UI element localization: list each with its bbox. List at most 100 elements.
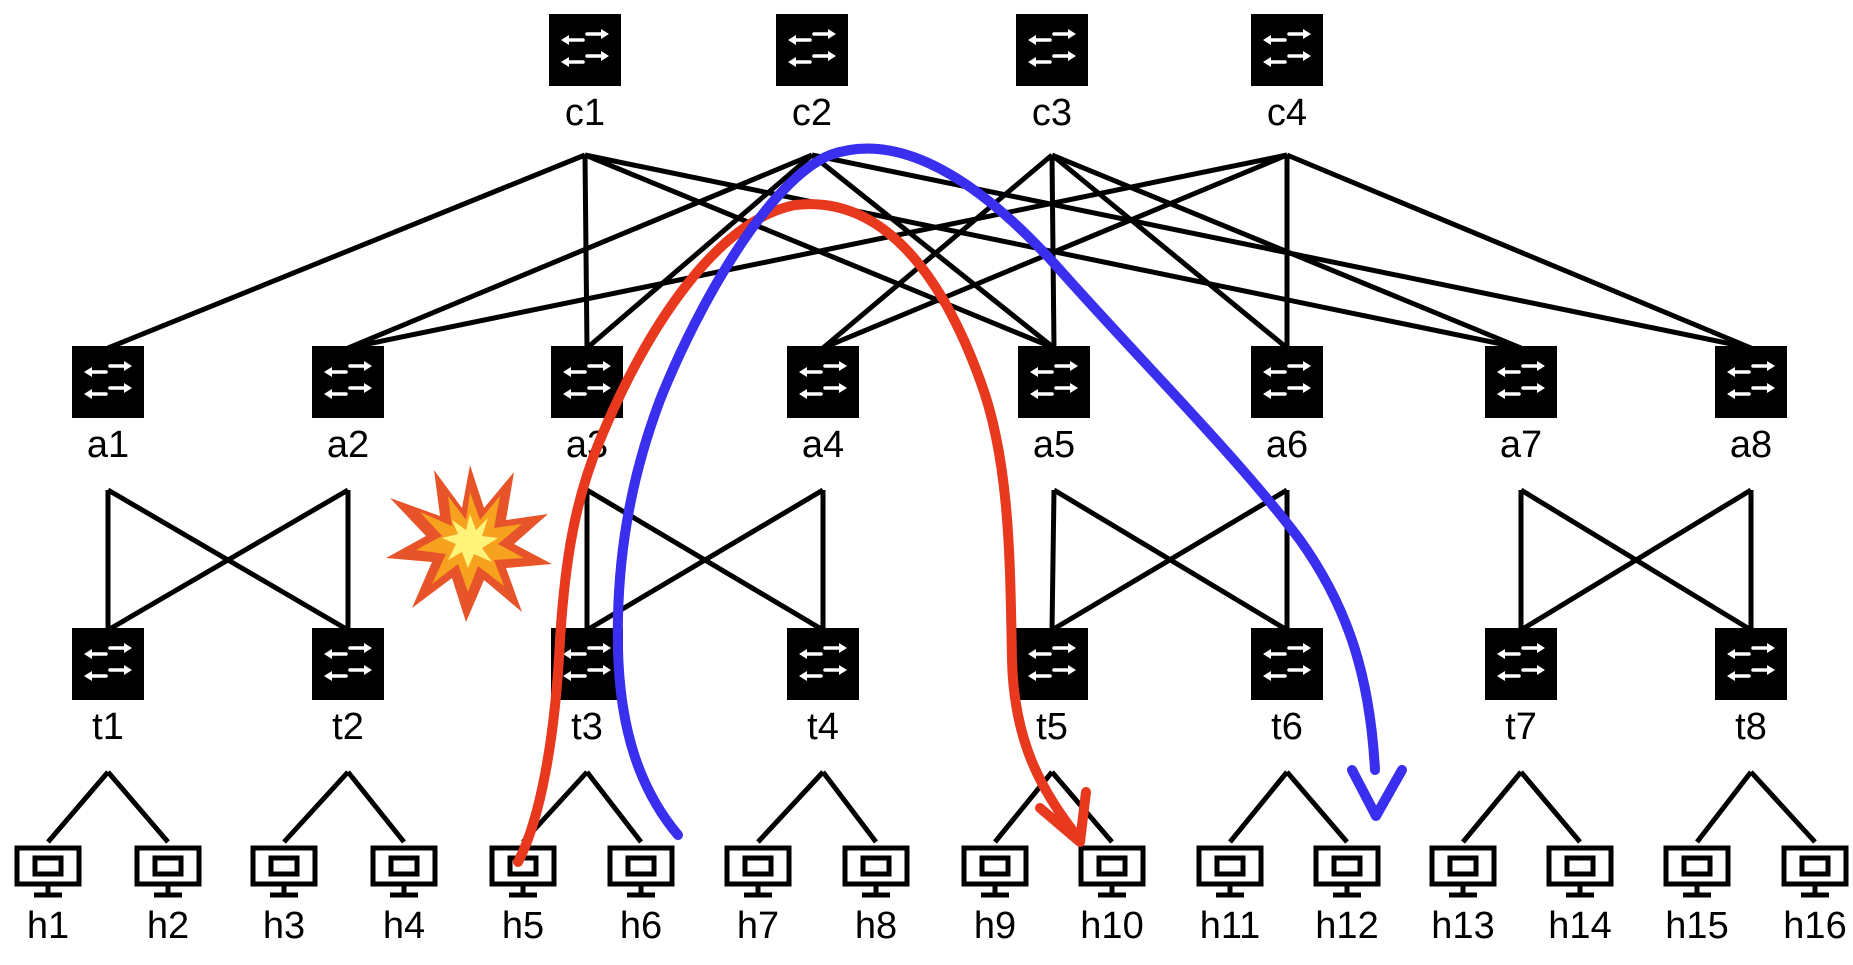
- host-h8: [842, 845, 910, 898]
- host-h7: [724, 845, 792, 898]
- switch-arrows-icon: [1028, 643, 1076, 681]
- switch-arrows-icon: [324, 643, 372, 681]
- nodes-layer: [14, 14, 1849, 898]
- link-t8-h15: [1695, 770, 1753, 844]
- link-t1-h1: [46, 770, 110, 844]
- switch-arrows-icon: [788, 29, 836, 67]
- link-t8-h16: [1749, 770, 1817, 844]
- blue-flow-arrowhead: [1347, 765, 1407, 821]
- link-c1-a1: [107, 152, 586, 351]
- label-a4: a4: [802, 424, 844, 466]
- link-t2-h3: [282, 770, 350, 844]
- switch-a1: [72, 346, 144, 418]
- switch-a6: [1251, 346, 1323, 418]
- label-h15: h15: [1665, 905, 1728, 947]
- link-a2-t1: [106, 487, 350, 633]
- label-c2: c2: [792, 92, 832, 134]
- host-h3: [250, 845, 318, 898]
- host-h12: [1313, 845, 1381, 898]
- link-t4-h7: [756, 770, 825, 844]
- label-h10: h10: [1080, 905, 1143, 947]
- label-h2: h2: [147, 905, 189, 947]
- label-h1: h1: [27, 905, 69, 947]
- label-h9: h9: [974, 905, 1016, 947]
- link-c4-a4: [822, 152, 1288, 351]
- switch-t8: [1715, 628, 1787, 700]
- link-c4-a8: [1286, 152, 1752, 351]
- switch-arrows-icon: [1727, 361, 1775, 399]
- switch-a2: [312, 346, 384, 418]
- switch-arrows-icon: [563, 361, 611, 399]
- link-a8-t7: [1519, 487, 1753, 633]
- switch-arrows-icon: [563, 643, 611, 681]
- switch-c4: [1251, 14, 1323, 86]
- link-t4-h8: [821, 770, 878, 844]
- switch-c2: [776, 14, 848, 86]
- label-c1: c1: [565, 92, 605, 134]
- host-h10: [1078, 845, 1146, 898]
- label-h4: h4: [383, 905, 425, 947]
- label-a2: a2: [327, 424, 369, 466]
- red-flow-arrowhead: [1035, 787, 1091, 847]
- switch-arrows-icon: [1030, 361, 1078, 399]
- link-c2-a3: [585, 153, 814, 350]
- link-c2-a2: [347, 152, 813, 351]
- switch-arrows-icon: [1497, 643, 1545, 681]
- switch-arrows-icon: [1497, 361, 1545, 399]
- label-a8: a8: [1730, 424, 1772, 466]
- label-t1: t1: [92, 706, 124, 748]
- switch-a4: [787, 346, 859, 418]
- link-t3-h6: [585, 770, 643, 844]
- switch-c1: [549, 14, 621, 86]
- label-t7: t7: [1505, 706, 1537, 748]
- link-a6-t5: [1050, 487, 1289, 633]
- label-t2: t2: [332, 706, 364, 748]
- link-t6-h12: [1285, 770, 1349, 844]
- switch-c3: [1016, 14, 1088, 86]
- label-h6: h6: [620, 905, 662, 947]
- host-h13: [1429, 845, 1497, 898]
- link-t2-h4: [346, 770, 406, 844]
- switch-arrows-icon: [1263, 29, 1311, 67]
- host-h11: [1196, 845, 1264, 898]
- switch-arrows-icon: [799, 643, 847, 681]
- label-t6: t6: [1271, 706, 1303, 748]
- label-h7: h7: [737, 905, 779, 947]
- label-h5: h5: [502, 905, 544, 947]
- link-c3-a6: [1050, 153, 1289, 350]
- label-t3: t3: [571, 706, 603, 748]
- label-c4: c4: [1267, 92, 1307, 134]
- host-h1: [14, 845, 82, 898]
- host-h16: [1781, 845, 1849, 898]
- host-h9: [961, 845, 1029, 898]
- switch-arrows-icon: [1263, 361, 1311, 399]
- label-a6: a6: [1266, 424, 1308, 466]
- switch-t6: [1251, 628, 1323, 700]
- switch-t2: [312, 628, 384, 700]
- switch-arrows-icon: [84, 361, 132, 399]
- label-h11: h11: [1200, 905, 1261, 947]
- host-h14: [1546, 845, 1614, 898]
- host-h2: [134, 845, 202, 898]
- link-c2-a5: [810, 153, 1056, 350]
- link-c4-a2: [347, 152, 1288, 351]
- switch-t4: [787, 628, 859, 700]
- label-h14: h14: [1548, 905, 1611, 947]
- links-layer: [46, 152, 1817, 844]
- label-c3: c3: [1032, 92, 1072, 134]
- link-t7-h14: [1519, 770, 1582, 844]
- label-h12: h12: [1315, 905, 1378, 947]
- switch-arrows-icon: [561, 29, 609, 67]
- label-h16: h16: [1783, 905, 1846, 947]
- label-t8: t8: [1735, 706, 1767, 748]
- switch-arrows-icon: [1028, 29, 1076, 67]
- red-flow-path: [513, 199, 1085, 867]
- link-a5-t5: [1049, 489, 1057, 631]
- label-a5: a5: [1033, 424, 1075, 466]
- host-h15: [1663, 845, 1731, 898]
- link-t6-h11: [1228, 770, 1289, 844]
- label-h3: h3: [263, 905, 305, 947]
- link-t1-h2: [106, 770, 170, 844]
- switch-arrows-icon: [799, 361, 847, 399]
